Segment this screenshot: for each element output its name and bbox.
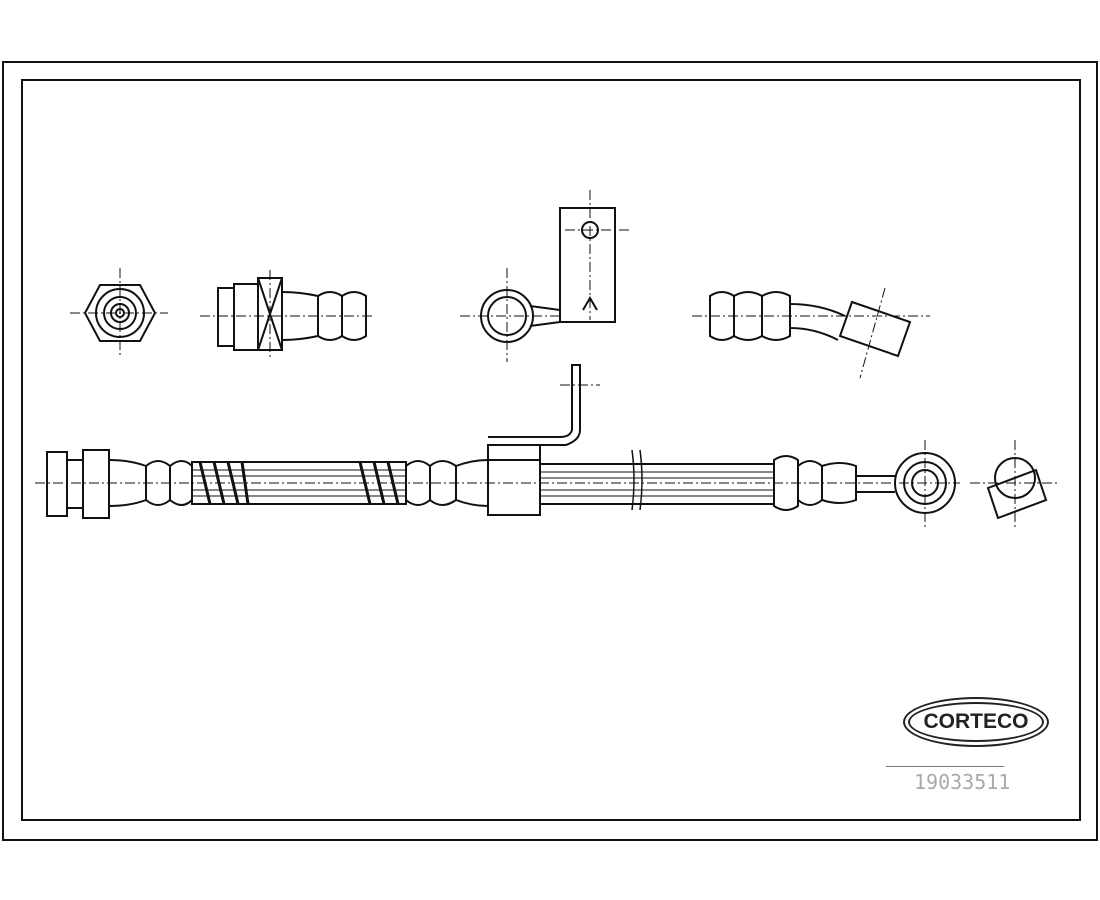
angled-fitting-view xyxy=(692,287,930,379)
logo-text: CORTECO xyxy=(908,702,1044,742)
part-number: 19033511 xyxy=(914,770,1011,794)
banjo-bracket-view xyxy=(460,190,630,362)
outer-frame xyxy=(2,61,1098,841)
corteco-logo: CORTECO xyxy=(903,697,1049,747)
part-number-divider xyxy=(886,766,1004,767)
hex-nut-end-view xyxy=(70,268,168,358)
main-hose-assembly xyxy=(35,364,1060,530)
fitting-side-view xyxy=(200,270,375,360)
inner-frame xyxy=(21,79,1081,821)
